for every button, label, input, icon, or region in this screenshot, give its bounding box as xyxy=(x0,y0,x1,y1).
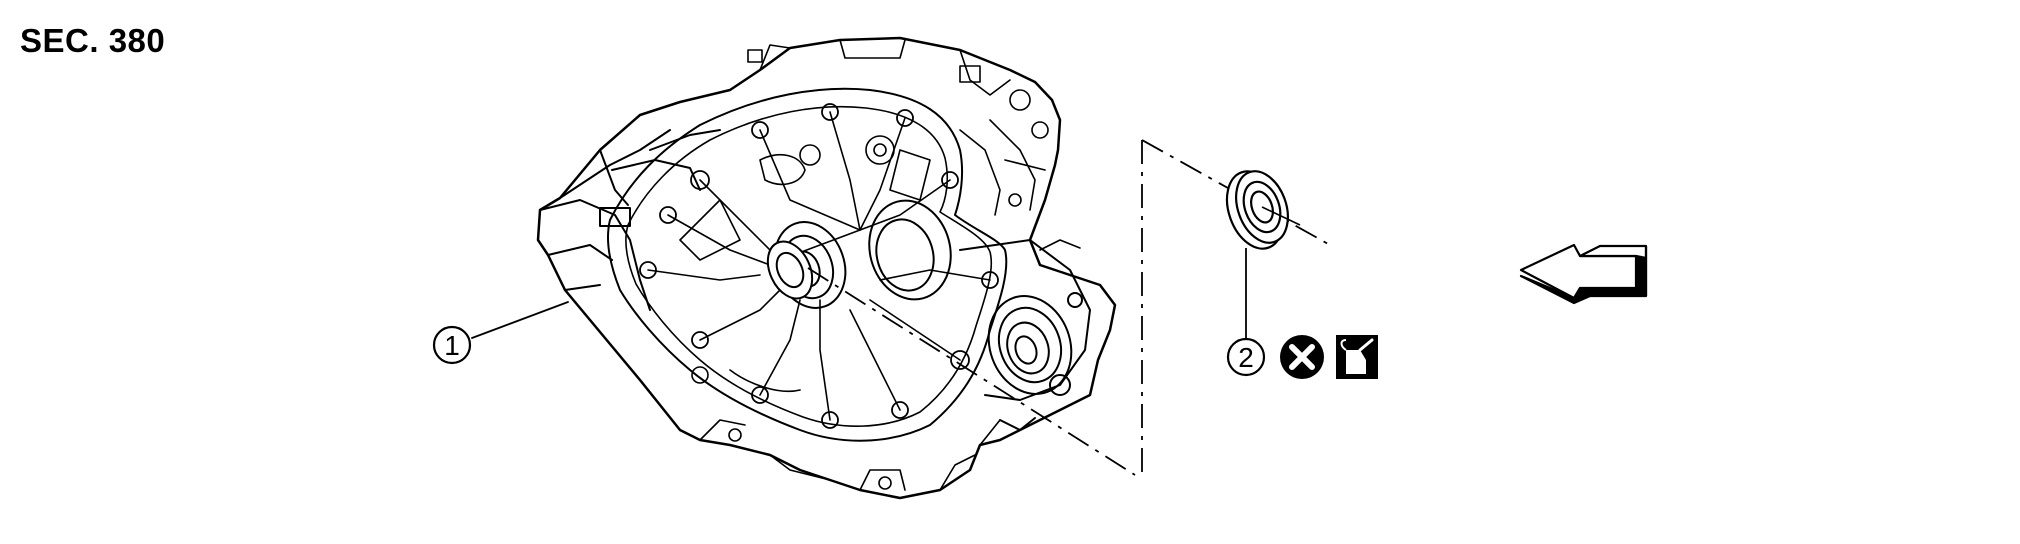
right-side-output xyxy=(959,239,1091,431)
section-label: SEC. 380 xyxy=(20,22,166,59)
callout-2: 2 xyxy=(1226,337,1266,377)
callout-1: 1 xyxy=(432,325,472,365)
seal-axis-line xyxy=(807,267,1136,476)
gasket-flange xyxy=(607,87,1008,442)
do-not-reuse-icon xyxy=(1280,335,1324,379)
bottom-housing-details xyxy=(699,419,1001,491)
face-ribs xyxy=(647,111,991,421)
side-oil-seal xyxy=(1225,170,1301,338)
view-arrow-icon xyxy=(1519,243,1648,305)
oil-can-icon xyxy=(1336,335,1378,379)
callout-1-number: 1 xyxy=(444,330,460,361)
left-housing-block xyxy=(539,199,651,311)
flange-bolt-holes xyxy=(639,103,999,429)
differential-assembly xyxy=(471,36,1117,500)
callout-1-leader xyxy=(471,301,569,339)
callout-2-number: 2 xyxy=(1238,342,1254,373)
installed-left-seal xyxy=(766,240,814,300)
top-housing-details xyxy=(747,39,1081,251)
mount-tab xyxy=(599,207,631,227)
